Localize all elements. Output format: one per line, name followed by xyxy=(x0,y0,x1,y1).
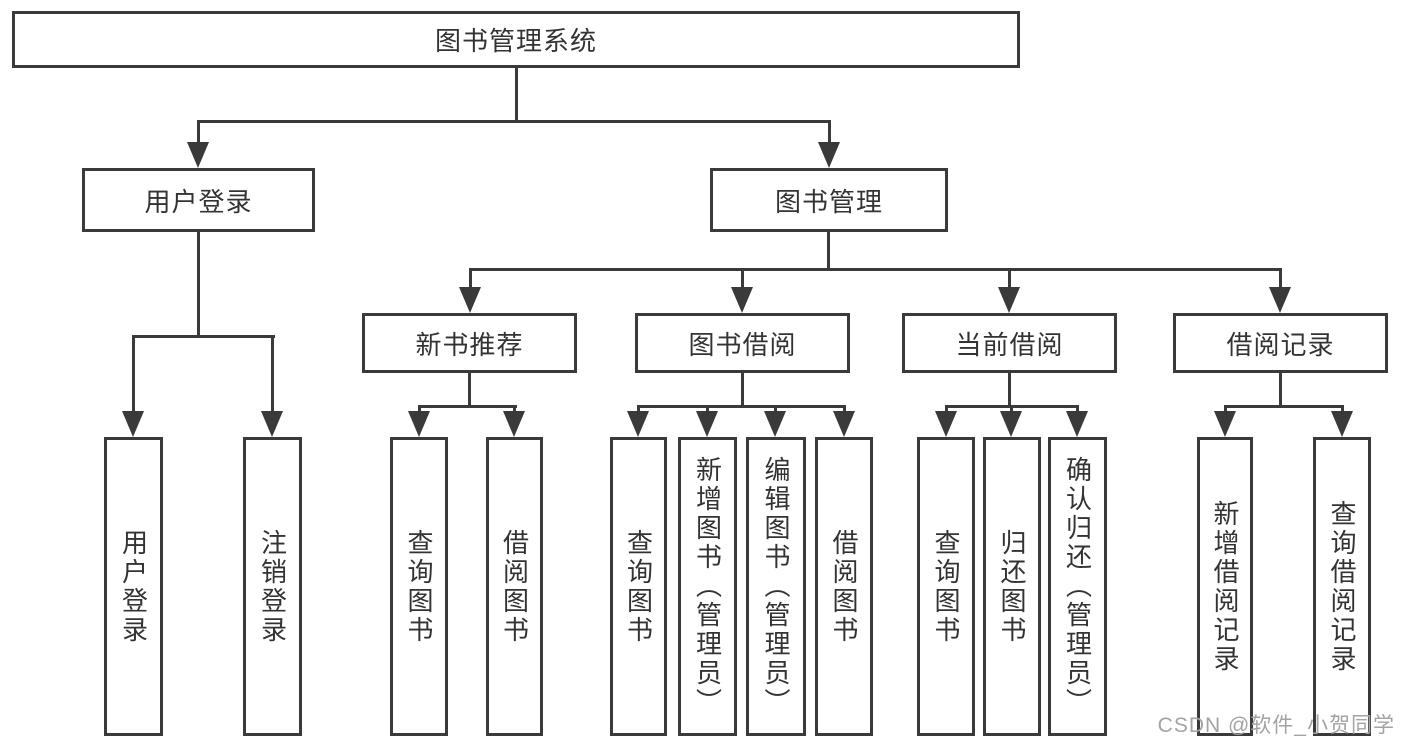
leaf-records-add-record-label: 新增借阅记录 xyxy=(1210,499,1240,674)
node-book-borrow: 图书借阅 xyxy=(635,313,850,373)
arrow-down-icon xyxy=(1000,411,1022,437)
leaf-recommend-query-books-label: 查询图书 xyxy=(404,528,434,645)
connector-line xyxy=(418,405,517,408)
connector-line xyxy=(468,373,471,408)
node-user-login-label: 用户登录 xyxy=(144,186,253,217)
arrow-down-icon xyxy=(935,411,957,437)
connector-line xyxy=(741,373,744,408)
arrow-down-icon xyxy=(1066,411,1088,437)
arrow-down-icon xyxy=(1269,287,1291,313)
arrow-down-icon xyxy=(818,142,840,168)
leaf-user-login-label: 用户登录 xyxy=(118,528,149,645)
leaf-current-return-books-label: 归还图书 xyxy=(997,528,1027,645)
node-borrow-records: 借阅记录 xyxy=(1173,313,1388,373)
leaf-borrow-borrow-books-label: 借阅图书 xyxy=(829,528,859,645)
arrow-down-icon xyxy=(833,411,855,437)
leaf-current-query-books-label: 查询图书 xyxy=(931,528,961,645)
connector-line xyxy=(741,268,744,292)
arrow-down-icon xyxy=(731,287,753,313)
arrow-down-icon xyxy=(1214,411,1236,437)
node-book-borrow-label: 图书借阅 xyxy=(688,329,797,360)
leaf-current-confirm-return-admin-label: 确认归还（管理员） xyxy=(1062,456,1093,717)
node-new-book-recommend-label: 新书推荐 xyxy=(415,329,524,360)
connector-line xyxy=(637,405,846,408)
connector-line xyxy=(197,232,200,338)
node-new-book-recommend: 新书推荐 xyxy=(362,313,577,373)
connector-line xyxy=(132,335,135,417)
connector-line xyxy=(1008,373,1011,408)
arrow-down-icon xyxy=(503,411,525,437)
leaf-borrow-query-books: 查询图书 xyxy=(610,437,667,736)
leaf-borrow-query-books-label: 查询图书 xyxy=(623,528,654,645)
arrow-down-icon xyxy=(261,411,283,437)
connector-line xyxy=(1008,268,1011,292)
arrow-down-icon xyxy=(408,411,430,437)
node-borrow-records-label: 借阅记录 xyxy=(1226,329,1335,360)
connector-line xyxy=(827,232,830,271)
arrow-down-icon xyxy=(459,287,481,313)
connector-line xyxy=(1279,373,1282,408)
connector-line xyxy=(197,120,831,123)
csdn-watermark: CSDN @软件_小贺同学 xyxy=(1157,714,1395,737)
connector-line xyxy=(197,120,200,148)
connector-line xyxy=(515,68,518,123)
arrow-down-icon xyxy=(1331,411,1353,437)
leaf-records-query-record: 查询借阅记录 xyxy=(1313,437,1371,736)
leaf-borrow-edit-books-admin-label: 编辑图书（管理员） xyxy=(761,456,791,717)
leaf-current-return-books: 归还图书 xyxy=(983,437,1041,736)
arrow-down-icon xyxy=(122,411,144,437)
leaf-user-login: 用户登录 xyxy=(104,437,163,736)
leaf-records-query-record-label: 查询借阅记录 xyxy=(1327,499,1357,674)
leaf-current-query-books: 查询图书 xyxy=(917,437,975,736)
node-current-borrow: 当前借阅 xyxy=(902,313,1117,373)
node-user-login: 用户登录 xyxy=(82,168,315,232)
node-current-borrow-label: 当前借阅 xyxy=(955,329,1064,360)
leaf-borrow-add-books-admin-label: 新增图书（管理员） xyxy=(692,456,723,717)
leaf-borrow-edit-books-admin: 编辑图书（管理员） xyxy=(746,437,806,736)
connector-line xyxy=(271,335,274,417)
leaf-logout-label: 注销登录 xyxy=(257,528,288,645)
arrow-down-icon xyxy=(696,411,718,437)
connector-line xyxy=(828,120,831,148)
leaf-recommend-query-books: 查询图书 xyxy=(390,437,448,736)
arrow-down-icon xyxy=(998,287,1020,313)
node-library-system: 图书管理系统 xyxy=(12,11,1020,68)
leaf-current-confirm-return-admin: 确认归还（管理员） xyxy=(1048,437,1107,736)
leaf-borrow-add-books-admin: 新增图书（管理员） xyxy=(678,437,737,736)
arrow-down-icon xyxy=(764,411,786,437)
node-book-management-label: 图书管理 xyxy=(774,186,883,217)
connector-line xyxy=(469,268,1282,271)
connector-line xyxy=(469,268,472,292)
leaf-borrow-borrow-books: 借阅图书 xyxy=(815,437,873,736)
arrow-down-icon xyxy=(187,142,209,168)
connector-line xyxy=(132,335,275,338)
connector-line xyxy=(1224,405,1343,408)
connector-line xyxy=(1279,268,1282,292)
node-book-management: 图书管理 xyxy=(710,168,948,232)
leaf-recommend-borrow-books-label: 借阅图书 xyxy=(499,528,530,645)
leaf-logout: 注销登录 xyxy=(243,437,302,736)
arrow-down-icon xyxy=(627,411,649,437)
node-library-system-label: 图书管理系统 xyxy=(434,26,597,56)
leaf-records-add-record: 新增借阅记录 xyxy=(1197,437,1253,736)
leaf-recommend-borrow-books: 借阅图书 xyxy=(486,437,543,736)
